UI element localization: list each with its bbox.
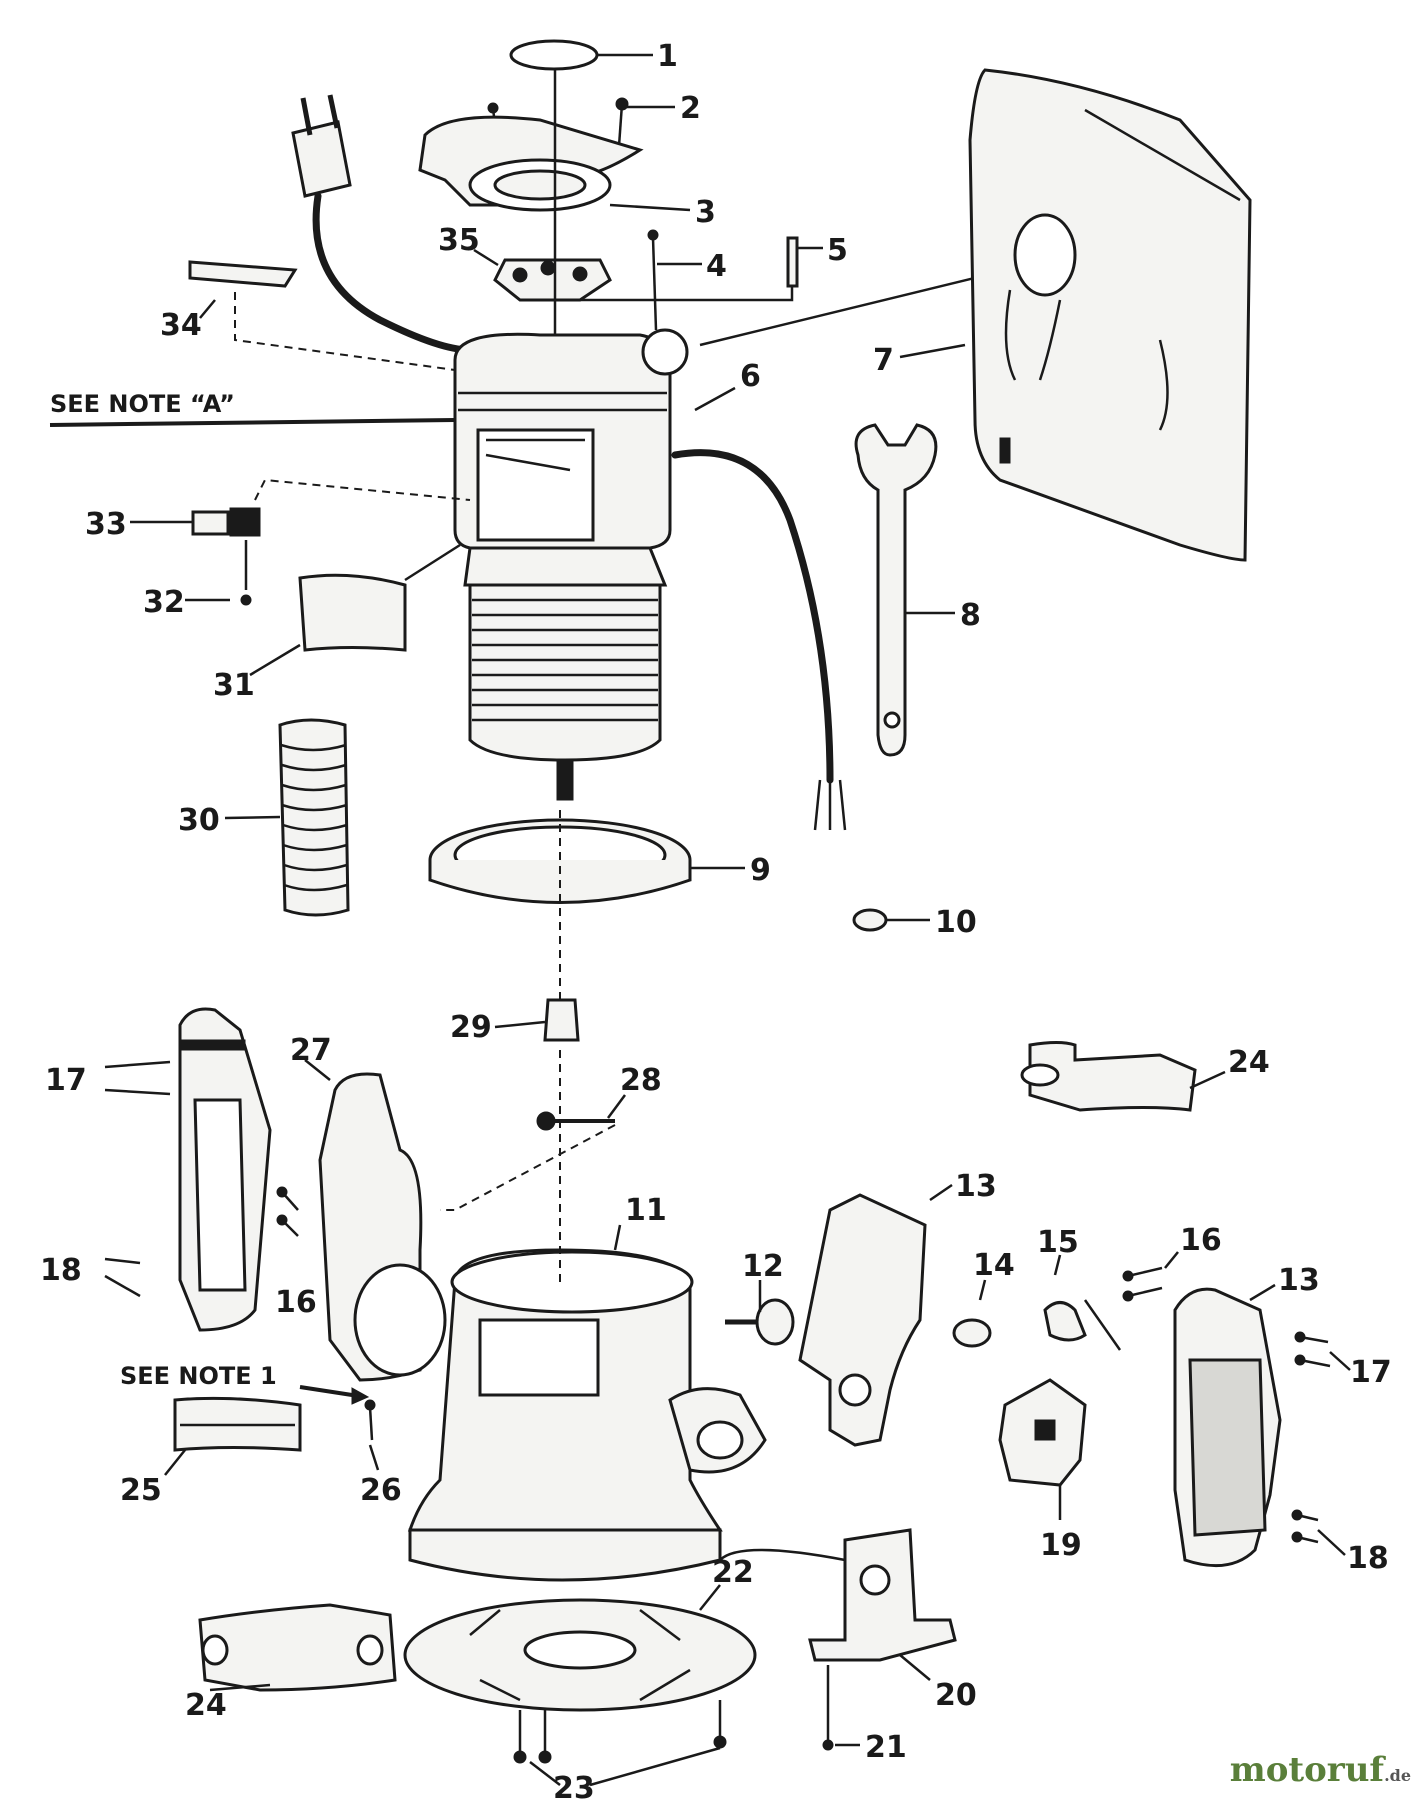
part-7-dust-bag bbox=[968, 68, 1252, 562]
callout-2: 2 bbox=[680, 91, 701, 126]
part-24-clip-top bbox=[1020, 1041, 1197, 1112]
part-31-cover-plate bbox=[298, 543, 461, 652]
part-28-screw bbox=[440, 1111, 616, 1211]
callout-18-a: 18 bbox=[40, 1253, 82, 1288]
callout-14: 14 bbox=[973, 1248, 1015, 1283]
callout-18-b: 18 bbox=[1347, 1541, 1389, 1576]
note-a-label: SEE NOTE “A” bbox=[50, 390, 235, 418]
part-18-screws-left bbox=[104, 1257, 141, 1298]
part-1-cap bbox=[509, 39, 599, 71]
callout-35: 35 bbox=[438, 223, 480, 258]
watermark-brand: motoruf bbox=[1229, 1750, 1385, 1790]
part-10-nut bbox=[852, 908, 888, 932]
callout-1: 1 bbox=[657, 39, 678, 74]
part-16-screws-left bbox=[276, 1186, 299, 1237]
callout-16-a: 16 bbox=[275, 1285, 317, 1320]
callout-33: 33 bbox=[85, 507, 127, 542]
part-34-label bbox=[188, 260, 456, 371]
callout-10: 10 bbox=[935, 905, 977, 940]
part-18-screws-right bbox=[1291, 1509, 1319, 1544]
callout-12: 12 bbox=[742, 1249, 784, 1284]
callout-29: 29 bbox=[450, 1010, 492, 1045]
callout-34: 34 bbox=[160, 308, 202, 343]
part-30-hose bbox=[278, 718, 350, 917]
part-25-plate bbox=[173, 1396, 302, 1452]
part-22-base-plate bbox=[403, 1598, 757, 1712]
part-32-screw bbox=[240, 594, 252, 606]
plug-and-cord bbox=[291, 94, 474, 354]
callout-31: 31 bbox=[213, 668, 255, 703]
callout-24-a: 24 bbox=[1228, 1045, 1270, 1080]
note-1-label: SEE NOTE 1 bbox=[120, 1362, 277, 1390]
part-16-screws-right bbox=[1122, 1266, 1163, 1302]
part-24-clip-bottom bbox=[198, 1603, 397, 1692]
part-19-switch bbox=[998, 1378, 1087, 1487]
callout-4: 4 bbox=[706, 249, 727, 284]
part-14-bushing bbox=[952, 1318, 992, 1348]
callout-26: 26 bbox=[360, 1473, 402, 1508]
callout-16-b: 16 bbox=[1180, 1223, 1222, 1258]
part-12-knob bbox=[725, 1298, 795, 1346]
callout-24-b: 24 bbox=[185, 1688, 227, 1723]
callout-28: 28 bbox=[620, 1063, 662, 1098]
callout-19: 19 bbox=[1040, 1528, 1082, 1563]
callout-30: 30 bbox=[178, 803, 220, 838]
part-33-switch bbox=[191, 478, 471, 590]
part-5-pin bbox=[560, 236, 799, 302]
callout-13-b: 13 bbox=[1278, 1263, 1320, 1298]
callout-23: 23 bbox=[553, 1771, 595, 1800]
part-23-screws bbox=[513, 1700, 727, 1764]
callout-32: 32 bbox=[143, 585, 185, 620]
part-9-ring bbox=[428, 818, 692, 904]
callout-20: 20 bbox=[935, 1678, 977, 1713]
part-13-handle-half-left bbox=[798, 1193, 927, 1447]
part-13-handle-half-right bbox=[1173, 1287, 1282, 1568]
part-4-screw bbox=[647, 229, 659, 331]
callout-17-a: 17 bbox=[45, 1063, 87, 1098]
part-35-switch-block bbox=[493, 258, 612, 302]
callout-11: 11 bbox=[625, 1193, 667, 1228]
left-handle bbox=[178, 1007, 272, 1332]
callout-7: 7 bbox=[873, 343, 894, 378]
motor-housing bbox=[453, 328, 847, 831]
part-26-screw bbox=[364, 1399, 376, 1441]
callout-9: 9 bbox=[750, 853, 771, 888]
callout-5: 5 bbox=[827, 233, 848, 268]
part-29-collet bbox=[543, 998, 580, 1042]
part-17-screws-left bbox=[104, 1060, 171, 1096]
part-27-handle-cover bbox=[318, 1072, 447, 1382]
callout-27: 27 bbox=[290, 1033, 332, 1068]
part-20-bracket bbox=[719, 1528, 957, 1662]
callout-22: 22 bbox=[712, 1555, 754, 1590]
part-21-screw bbox=[822, 1665, 834, 1751]
callout-17-b: 17 bbox=[1350, 1355, 1392, 1390]
callout-13-a: 13 bbox=[955, 1169, 997, 1204]
part-15-spring bbox=[1043, 1299, 1122, 1351]
watermark-tld: .de bbox=[1384, 1766, 1411, 1785]
callout-21: 21 bbox=[865, 1730, 907, 1765]
callout-15: 15 bbox=[1037, 1225, 1079, 1260]
callout-8: 8 bbox=[960, 598, 981, 633]
part-17-screws-right bbox=[1294, 1331, 1331, 1368]
callout-25: 25 bbox=[120, 1473, 162, 1508]
part-8-wrench bbox=[854, 423, 938, 757]
callout-3: 3 bbox=[695, 195, 716, 230]
callout-6: 6 bbox=[740, 359, 761, 394]
part-11-base bbox=[407, 1248, 767, 1582]
part-3-handle-plate bbox=[418, 115, 644, 212]
watermark-logo: motoruf.de bbox=[1230, 1750, 1411, 1790]
